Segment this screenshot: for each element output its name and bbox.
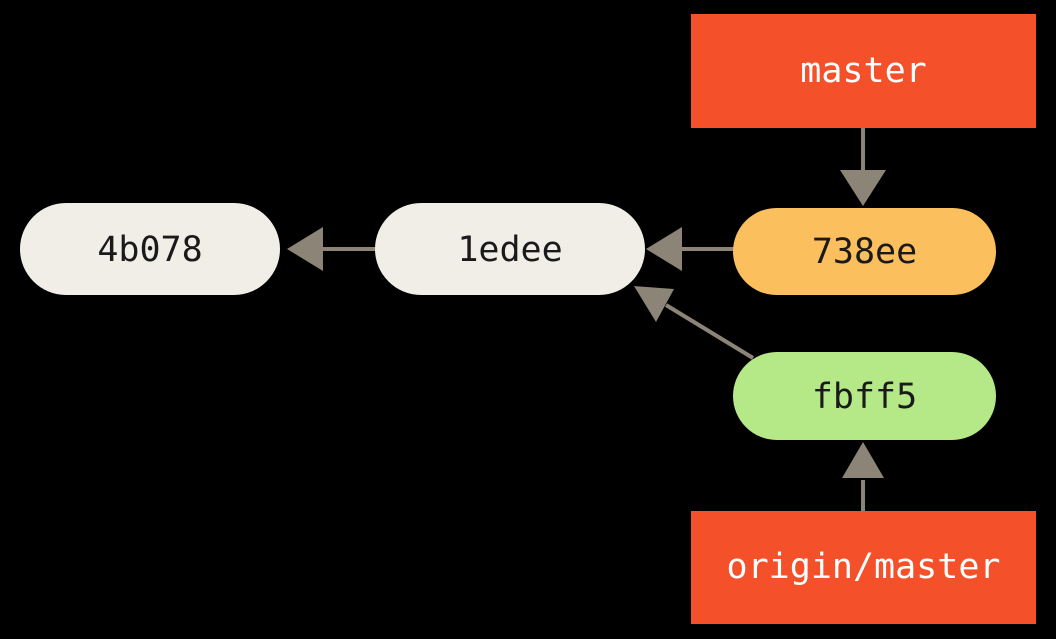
commit-node-738ee-label: 738ee: [812, 232, 917, 272]
edge-fbff5-to-1edee-arrowhead: [634, 286, 674, 322]
edge-738ee-to-1edee-arrowhead: [646, 227, 682, 271]
commit-node-fbff5-pill[interactable]: [733, 352, 996, 440]
edge-origin-master-to-fbff5-arrowhead: [842, 442, 884, 478]
commit-node-fbff5-label: fbff5: [812, 377, 917, 417]
commit-node-fbff5[interactable]: fbff5: [733, 352, 996, 440]
ref-node-origin-master-box[interactable]: [691, 511, 1036, 624]
ref-node-origin-master[interactable]: origin/master: [691, 511, 1036, 624]
edge-fbff5-to-1edee: [634, 286, 755, 360]
commit-node-1edee[interactable]: 1edee: [375, 203, 645, 295]
commit-node-4b078[interactable]: 4b078: [20, 203, 280, 295]
edge-origin-master-to-fbff5: [842, 442, 884, 511]
commit-node-1edee-pill[interactable]: [375, 203, 645, 295]
edge-fbff5-to-1edee-line: [664, 303, 755, 360]
commit-node-4b078-pill[interactable]: [20, 203, 280, 295]
edge-group: [287, 128, 886, 511]
ref-node-master-label: master: [800, 51, 926, 91]
commit-node-738ee[interactable]: 738ee: [733, 208, 996, 295]
edge-1edee-to-4b078-arrowhead: [287, 227, 323, 271]
node-group: master 738ee 1edee 4b078 fbff5: [20, 14, 1036, 624]
commit-node-1edee-label: 1edee: [457, 230, 562, 270]
commit-node-4b078-label: 4b078: [97, 230, 202, 270]
commit-node-738ee-pill[interactable]: [733, 208, 996, 295]
edge-master-to-738ee-arrowhead: [840, 170, 886, 206]
edge-1edee-to-4b078: [287, 227, 376, 271]
ref-node-master[interactable]: master: [691, 14, 1036, 128]
ref-node-origin-master-label: origin/master: [727, 547, 1001, 587]
edge-738ee-to-1edee: [646, 227, 735, 271]
edge-master-to-738ee: [840, 128, 886, 206]
ref-node-master-box[interactable]: [691, 14, 1036, 128]
